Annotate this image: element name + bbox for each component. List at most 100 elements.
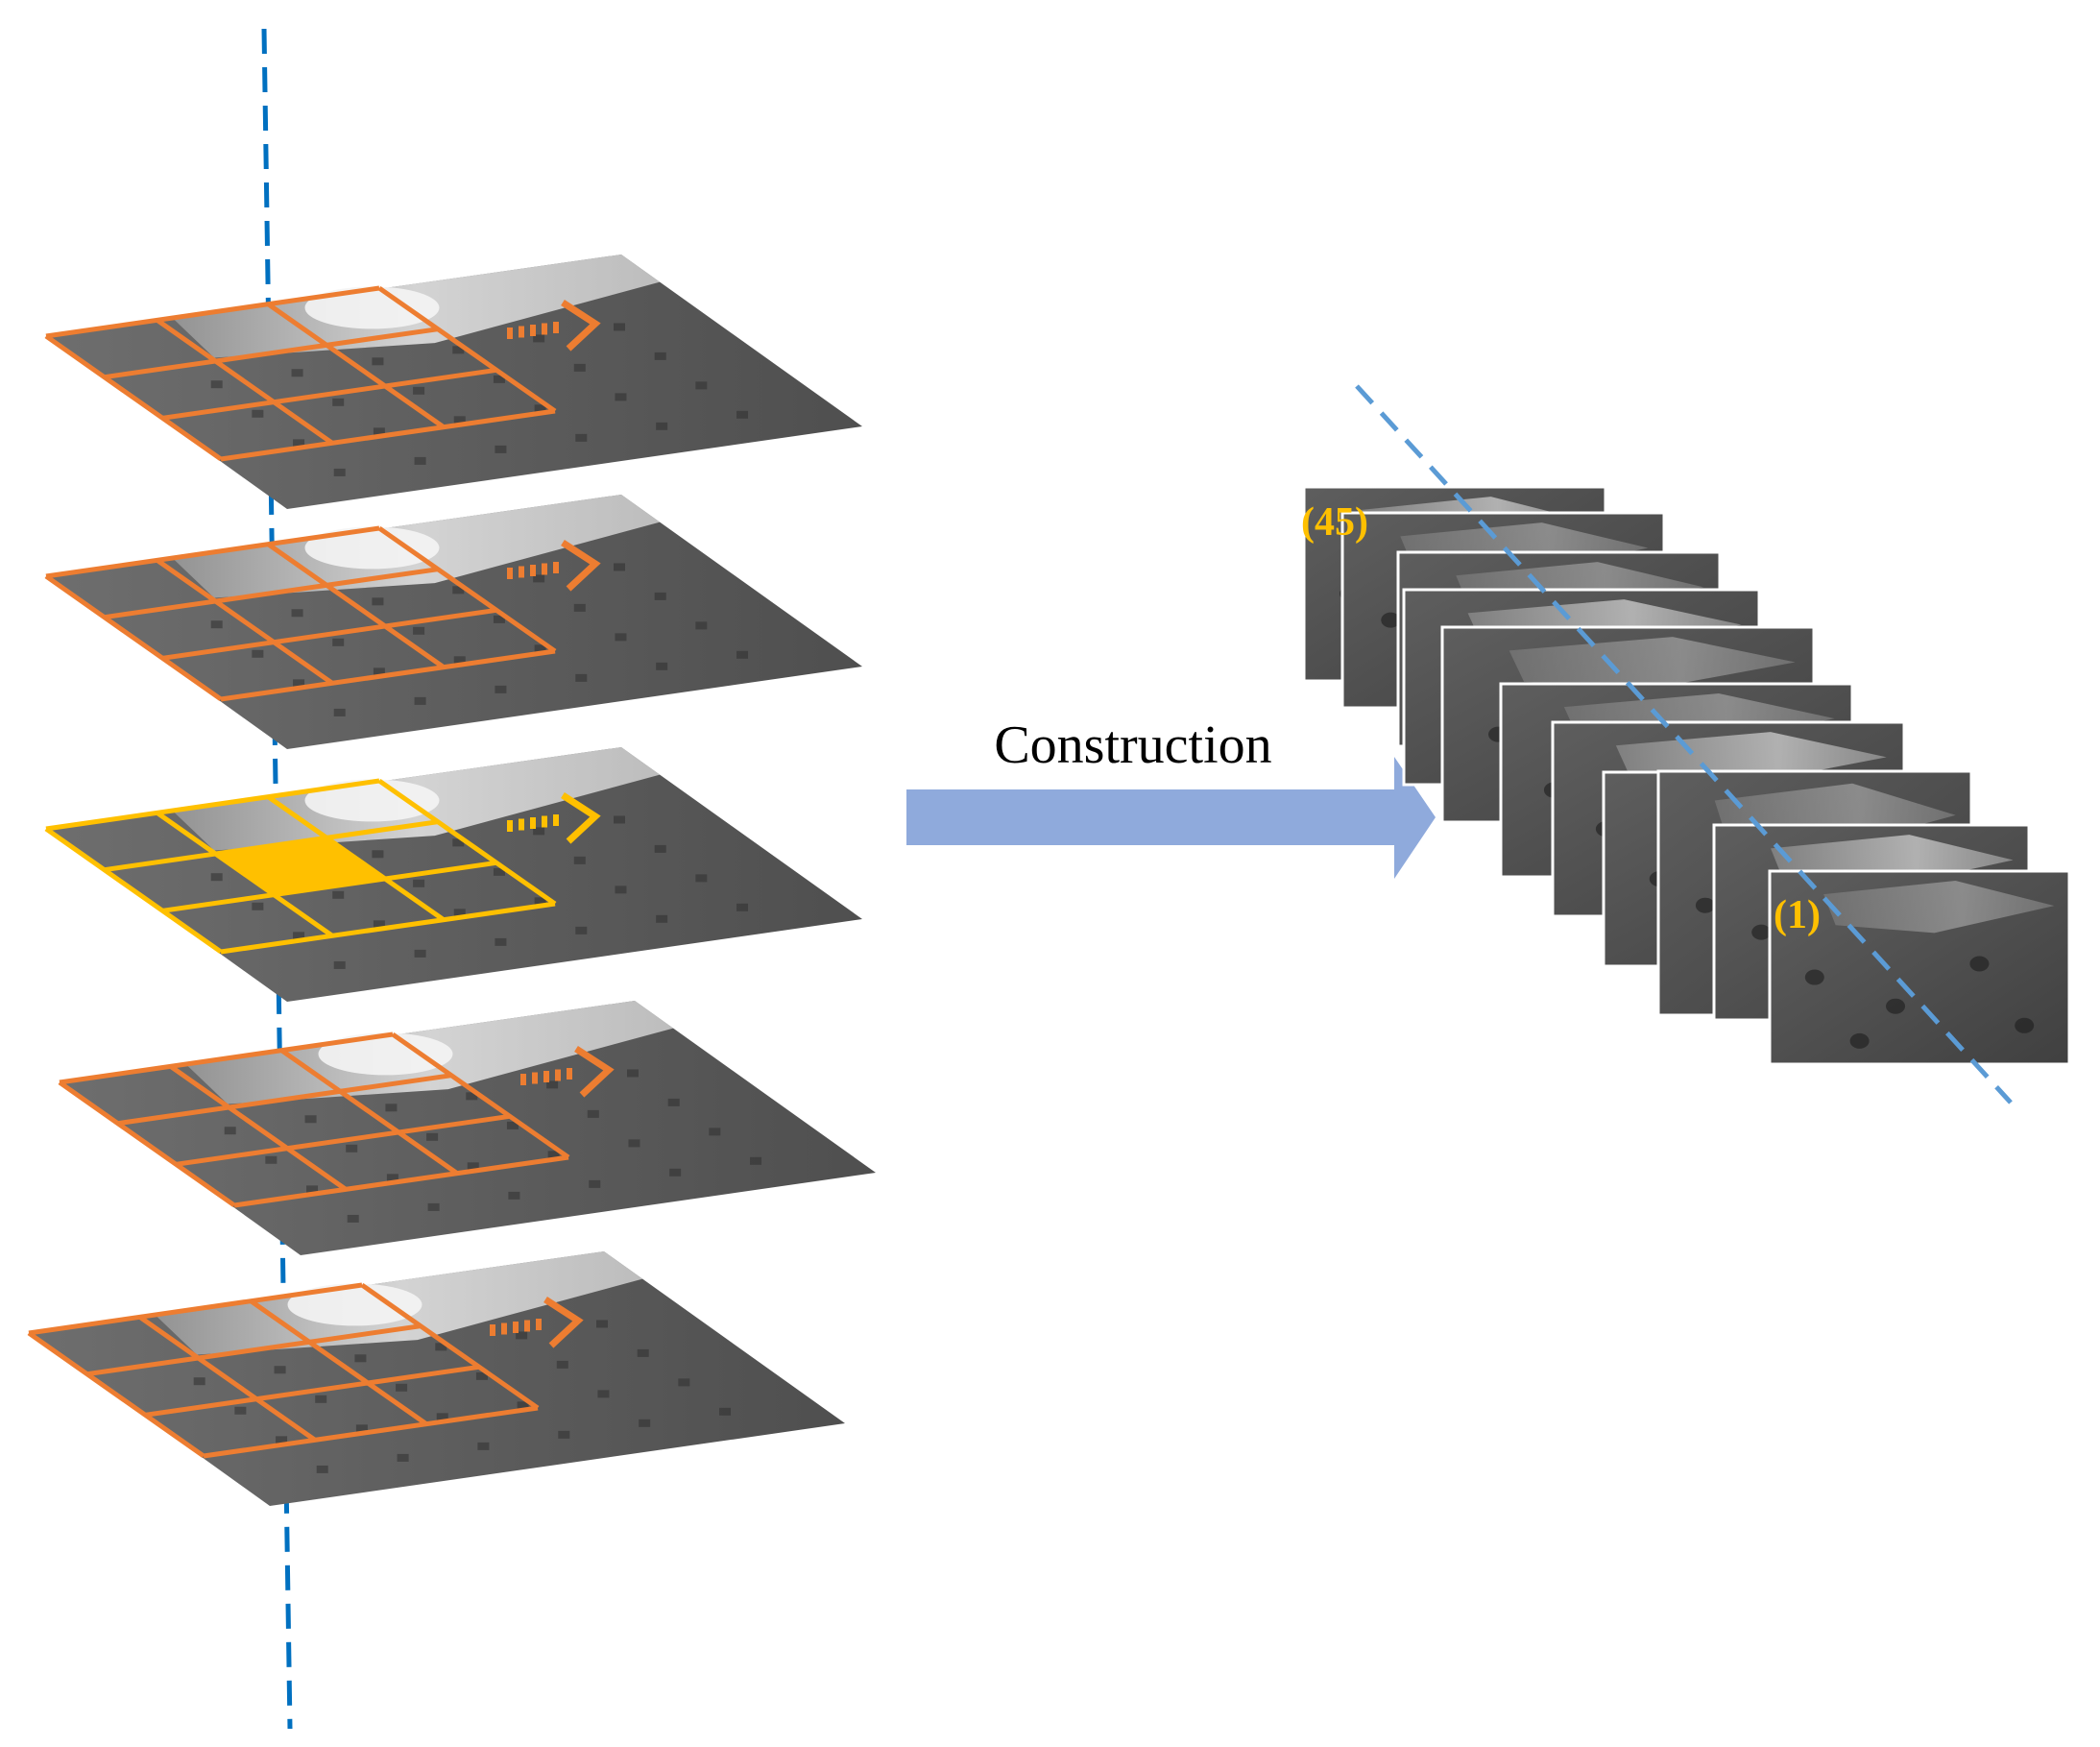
crater-mark: [332, 638, 345, 646]
crater-mark: [452, 346, 465, 354]
grid-line: [279, 1048, 459, 1176]
crater-mark: [493, 615, 505, 623]
crater-mark: [332, 890, 345, 899]
crater-mark: [495, 685, 507, 693]
crater-mark: [252, 409, 264, 418]
grid-line: [391, 1031, 570, 1160]
grid-line: [44, 573, 223, 702]
crater-mark: [695, 874, 708, 883]
grid-line: [175, 1113, 511, 1167]
crater-mark: [709, 1128, 721, 1136]
grid-line: [156, 811, 334, 938]
crater-mark: [293, 932, 305, 940]
grid-line: [144, 1364, 480, 1418]
grid-line: [203, 1405, 539, 1459]
crater-mark: [435, 1343, 447, 1351]
grid-line: [45, 285, 380, 339]
grid-line: [266, 542, 446, 669]
crater-mark: [414, 949, 426, 958]
crater-mark: [293, 439, 305, 448]
grid-line: [266, 794, 446, 922]
bright-cloud: [304, 779, 440, 822]
crater-mark: [736, 650, 749, 659]
grid-line: [45, 525, 380, 579]
grid-line: [169, 1064, 348, 1192]
crater-mark: [291, 369, 303, 377]
crater-mark: [413, 879, 425, 887]
crater-mark: [397, 1453, 409, 1462]
grid-line: [377, 778, 557, 907]
crater-mark: [372, 850, 384, 859]
construction-label: Construction: [994, 716, 1271, 775]
crater-mark: [224, 1127, 236, 1135]
crater-mark: [315, 1395, 327, 1403]
cloud-streak: [1509, 637, 1796, 690]
crater-mark: [750, 1156, 762, 1165]
crater-mark: [1751, 924, 1772, 940]
grid-line: [220, 901, 556, 955]
crater-mark: [628, 1139, 640, 1148]
crater-mark: [304, 1115, 317, 1124]
crater-mark: [1849, 1032, 1870, 1049]
crater-mark: [516, 1331, 528, 1340]
crater-mark: [656, 422, 668, 430]
crater-mark: [695, 381, 708, 390]
grid-line: [45, 778, 380, 832]
crater-mark: [414, 696, 426, 705]
crater-mark: [453, 416, 466, 425]
crater-mark: [436, 1413, 448, 1421]
crater-mark: [373, 667, 385, 676]
crater-mark: [354, 1354, 367, 1363]
source-frames: [27, 255, 876, 1506]
source-frame: [44, 255, 862, 509]
grid-line: [249, 1298, 428, 1426]
crater-mark: [589, 1179, 601, 1188]
crater-mark: [452, 586, 465, 594]
motion-arrow: [507, 540, 601, 592]
grid-line: [156, 558, 334, 686]
grid-line: [161, 607, 497, 661]
crater-mark: [2015, 1017, 2035, 1033]
crater-mark: [316, 1465, 328, 1473]
crater-mark: [475, 1371, 488, 1380]
crater-mark: [596, 1320, 608, 1328]
grid-line: [104, 327, 439, 380]
crater-mark: [452, 838, 465, 847]
grid-line: [104, 567, 439, 620]
grid-line: [58, 1080, 236, 1208]
crater-mark: [573, 856, 586, 864]
crater-mark: [678, 1378, 690, 1387]
patch-grid: [58, 1031, 570, 1208]
crater-mark: [291, 609, 303, 618]
crater-mark: [373, 920, 385, 929]
grid-line: [117, 1073, 452, 1127]
grid-line: [44, 826, 223, 955]
crater-mark: [667, 1098, 680, 1106]
crater-mark: [477, 1442, 490, 1450]
grid-line: [27, 1330, 205, 1459]
highlight-grid: [44, 778, 557, 955]
crater-mark: [654, 844, 666, 853]
crater-mark: [656, 662, 668, 670]
source-frame: [27, 1251, 845, 1506]
crater-mark: [453, 909, 466, 917]
crater-mark: [719, 1407, 732, 1416]
crater-mark: [533, 574, 545, 583]
crater-mark: [413, 626, 425, 635]
crater-mark: [573, 363, 586, 372]
stack-top-index: (45): [1301, 500, 1368, 545]
crater-mark: [627, 1069, 639, 1078]
crater-mark: [506, 1121, 519, 1129]
crater-mark: [333, 708, 346, 716]
crater-mark: [1969, 956, 1990, 972]
bright-cloud: [318, 1032, 453, 1076]
crater-mark: [654, 352, 666, 360]
crater-mark: [265, 1155, 278, 1164]
crater-mark: [736, 410, 749, 419]
crater-mark: [615, 393, 627, 401]
bright-cloud: [304, 286, 440, 329]
grid-line: [220, 408, 556, 462]
crater-mark: [614, 815, 625, 824]
crater-mark: [333, 960, 346, 969]
patch-grid: [44, 525, 557, 702]
